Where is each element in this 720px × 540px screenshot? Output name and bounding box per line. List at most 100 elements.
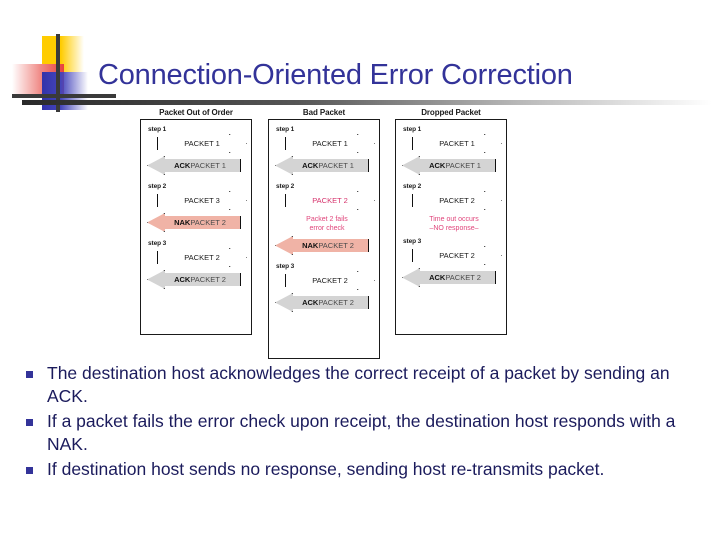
step-label: step 3 <box>276 263 295 270</box>
arrow-row: ACK PACKET 1 <box>147 156 245 178</box>
arrow-label: PACKET 2 <box>318 298 354 307</box>
arrow-tag: ACK <box>429 273 446 282</box>
arrow-tag: NAK <box>174 218 191 227</box>
arrow-row: PACKET 1 <box>147 134 247 156</box>
arrow-row: ACK PACKET 1 <box>402 156 500 178</box>
arrow-label: PACKET 2 <box>439 251 475 260</box>
step-label: step 2 <box>403 183 422 190</box>
arrow-tag: ACK <box>429 161 446 170</box>
bullet-text: If a packet fails the error check upon r… <box>47 411 676 454</box>
arrow-row: PACKET 2 <box>275 191 375 213</box>
bullet-item: If destination host sends no response, s… <box>26 458 706 481</box>
title-divider <box>22 100 712 105</box>
bullet-text: If destination host sends no response, s… <box>47 459 605 479</box>
arrow-row: PACKET 2 <box>402 191 502 213</box>
arrow-label: PACKET 1 <box>439 139 475 148</box>
packet-arrow-left: NAK PACKET 2 <box>147 213 241 232</box>
step-label: step 2 <box>276 183 295 190</box>
packet-arrow-right: PACKET 2 <box>157 248 247 267</box>
arrow-row: ACK PACKET 2 <box>275 293 373 315</box>
arrow-row: PACKET 2 <box>275 271 375 293</box>
arrow-label: PACKET 2 <box>190 275 226 284</box>
arrow-label: PACKET 2 <box>190 218 226 227</box>
arrow-label: PACKET 1 <box>184 139 220 148</box>
arrow-row: ACK PACKET 2 <box>402 268 500 290</box>
bullet-item: The destination host acknowledges the co… <box>26 362 706 408</box>
packet-arrow-left: ACK PACKET 2 <box>275 293 369 312</box>
arrow-row: PACKET 2 <box>402 246 502 268</box>
arrow-row: ACK PACKET 1 <box>275 156 373 178</box>
packet-arrow-left: ACK PACKET 1 <box>275 156 369 175</box>
diagram-step: step 2 PACKET 2 Time out occurs–NO respons… <box>402 183 502 233</box>
packet-arrow-right: PACKET 1 <box>157 134 247 153</box>
step-label: step 1 <box>148 126 167 133</box>
arrow-row: PACKET 2 <box>147 248 247 270</box>
packet-arrow-right: PACKET 3 <box>157 191 247 210</box>
diagram-column-header: Bad Packet <box>302 108 346 117</box>
packet-arrow-left: NAK PACKET 2 <box>275 236 369 255</box>
bullet-marker-icon <box>26 467 33 474</box>
arrow-label: PACKET 3 <box>184 196 220 205</box>
diagram-column-header: Packet Out of Order <box>159 108 233 117</box>
arrow-tag: ACK <box>302 161 319 170</box>
arrow-row: NAK PACKET 2 <box>147 213 245 235</box>
packet-arrow-left: ACK PACKET 1 <box>402 156 496 175</box>
arrow-label: PACKET 1 <box>190 161 226 170</box>
arrow-label: PACKET 1 <box>312 139 348 148</box>
arrow-tag: NAK <box>302 241 319 250</box>
arrow-row: PACKET 3 <box>147 191 247 213</box>
diagram-column-header: Dropped Packet <box>421 108 481 117</box>
packet-arrow-right: PACKET 2 <box>285 191 375 210</box>
slide-title: Connection-Oriented Error Correction <box>98 59 573 91</box>
step-label: step 2 <box>148 183 167 190</box>
arrow-tag: ACK <box>174 161 191 170</box>
arrow-label: PACKET 2 <box>439 196 475 205</box>
vertical-bar-shape <box>56 34 60 112</box>
arrow-label: PACKET 2 <box>184 253 220 262</box>
diagram-step: step 2 PACKET 3 NAK PACKET 2 <box>147 183 247 235</box>
bullet-item: If a packet fails the error check upon r… <box>26 410 706 456</box>
packet-arrow-right: PACKET 1 <box>412 134 502 153</box>
packet-arrow-right: PACKET 2 <box>412 246 502 265</box>
packet-arrow-left: ACK PACKET 2 <box>147 270 241 289</box>
step-label: step 3 <box>148 240 167 247</box>
arrow-label: PACKET 1 <box>318 161 354 170</box>
bullet-text: The destination host acknowledges the co… <box>47 363 670 406</box>
step-label: step 1 <box>403 126 422 133</box>
packet-arrow-right: PACKET 1 <box>285 134 375 153</box>
arrow-label: PACKET 1 <box>445 161 481 170</box>
packet-arrow-right: PACKET 2 <box>412 191 502 210</box>
horizontal-bar-shape <box>12 94 116 98</box>
step-note: Time out occurs–NO response– <box>429 216 479 232</box>
arrow-label: PACKET 2 <box>318 241 354 250</box>
arrow-label: PACKET 2 <box>312 196 348 205</box>
arrow-label: PACKET 2 <box>445 273 481 282</box>
packet-arrow-right: PACKET 2 <box>285 271 375 290</box>
arrow-row: ACK PACKET 2 <box>147 270 245 292</box>
bullet-list: The destination host acknowledges the co… <box>26 362 706 483</box>
arrow-row: PACKET 1 <box>275 134 375 156</box>
arrow-label: PACKET 2 <box>312 276 348 285</box>
packet-arrow-left: ACK PACKET 2 <box>402 268 496 287</box>
step-label: step 1 <box>276 126 295 133</box>
arrow-tag: ACK <box>302 298 319 307</box>
arrow-tag: ACK <box>174 275 191 284</box>
bullet-marker-icon <box>26 419 33 426</box>
arrow-row: NAK PACKET 2 <box>275 236 373 258</box>
arrow-row: PACKET 1 <box>402 134 502 156</box>
packet-arrow-left: ACK PACKET 1 <box>147 156 241 175</box>
step-label: step 3 <box>403 238 422 245</box>
